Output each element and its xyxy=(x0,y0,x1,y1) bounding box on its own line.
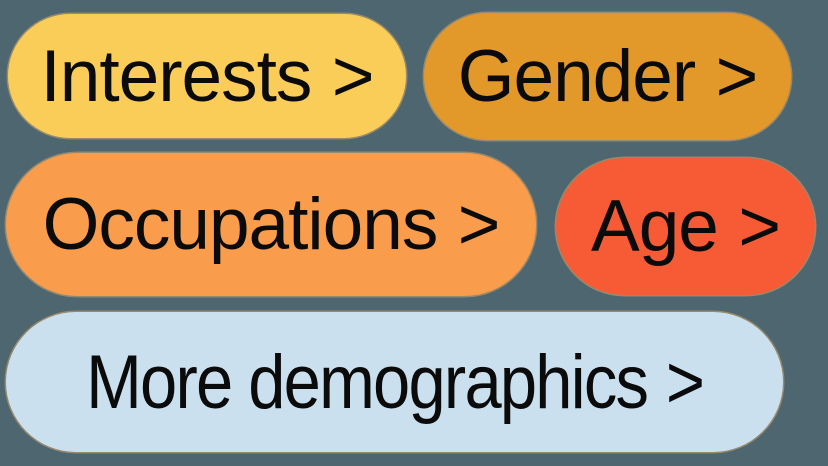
chevron-right-icon: > xyxy=(715,36,759,117)
chevron-right-icon: > xyxy=(738,186,781,267)
interests-button-content: Interests > xyxy=(40,35,375,118)
occupations-button[interactable]: Occupations > xyxy=(6,153,536,296)
gender-button-label: Gender xyxy=(457,36,696,117)
chevron-right-icon: > xyxy=(331,35,375,117)
age-button-label: Age xyxy=(591,186,719,267)
more-demographics-button-label: More demographics xyxy=(85,339,649,425)
gender-button[interactable]: Gender > xyxy=(424,13,791,140)
interests-button[interactable]: Interests > xyxy=(8,14,406,138)
occupations-button-label: Occupations xyxy=(42,184,439,265)
chevron-right-icon: > xyxy=(457,184,501,265)
more-demographics-button[interactable]: More demographics > xyxy=(6,312,783,452)
chevron-right-icon: > xyxy=(665,339,705,425)
interests-button-label: Interests xyxy=(40,35,312,117)
occupations-button-content: Occupations > xyxy=(42,183,501,266)
age-button-content: Age > xyxy=(591,185,781,268)
age-button[interactable]: Age > xyxy=(556,158,815,295)
gender-button-content: Gender > xyxy=(457,35,759,118)
more-demographics-button-content: More demographics > xyxy=(85,339,705,426)
